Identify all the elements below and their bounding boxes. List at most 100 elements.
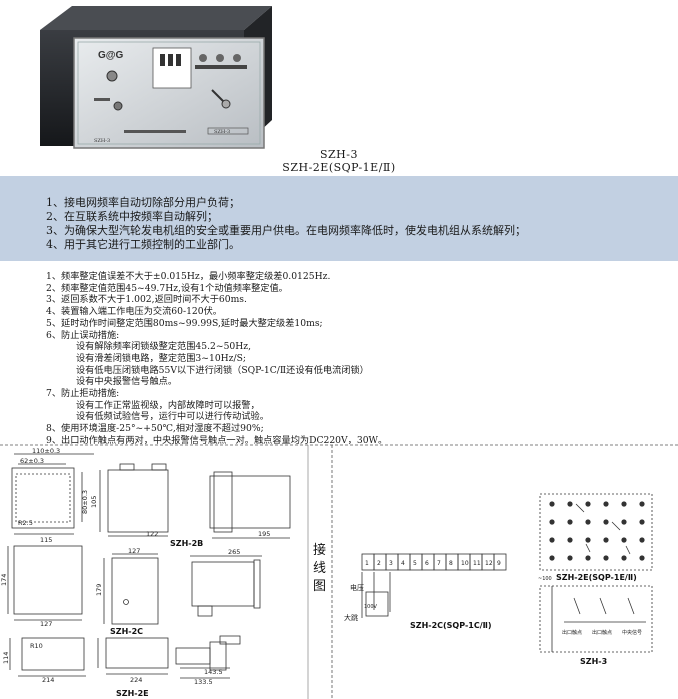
- dim-127a: 127: [128, 547, 140, 555]
- label-out2: 出口触点: [592, 629, 612, 636]
- specifications-list: 1、频率整定值误差不大于±0.015Hz，最小频率整定级差0.0125Hz.2、…: [46, 271, 387, 447]
- wiring-title-char: 接: [313, 542, 326, 558]
- label-out1: 出口触点: [562, 629, 582, 636]
- caption-szh2c: SZH-2C: [110, 627, 143, 636]
- spec-item: 设有滑差闭锁电路，整定范围3~10Hz/S;: [76, 352, 247, 364]
- dim-224: 224: [130, 676, 142, 684]
- terminal-label: 6: [425, 560, 429, 567]
- spec-item: 7、防止拒动措施:: [46, 388, 120, 400]
- contact-point: [549, 501, 555, 507]
- spec-item: 设有工作正常监视级，内部故障时可以报警，: [76, 399, 260, 411]
- contact-point: [639, 555, 645, 561]
- dim-214: 214: [42, 676, 54, 684]
- contact-point: [585, 501, 591, 507]
- contact-point: [639, 519, 645, 525]
- caption-szh2e: SZH-2E: [116, 689, 149, 698]
- terminal-label: 4: [401, 560, 405, 567]
- spec-item: 2、频率整定值范围45~49.7Hz,设有1个动值频率整定值。: [46, 282, 288, 294]
- application-item: 4、用于其它进行工频控制的工业部门。: [46, 238, 240, 251]
- svg-text:G@G: G@G: [98, 50, 124, 61]
- contact-point: [621, 555, 627, 561]
- application-item: 1、接电网频率自动切除部分用户负荷；: [46, 196, 240, 209]
- contact-point: [567, 501, 573, 507]
- spec-item: 3、返回系数不大于1.002,返回时间不大于60ms.: [46, 294, 247, 306]
- label-100v: 100V: [364, 604, 378, 610]
- dim-265: 265: [228, 548, 240, 556]
- contact-point: [585, 519, 591, 525]
- wiring-title-char: 线: [313, 561, 326, 576]
- dim-195: 195: [258, 530, 270, 538]
- dim-114: 114: [2, 652, 10, 664]
- contact-point: [585, 555, 591, 561]
- terminal-label: 8: [449, 560, 453, 567]
- spec-item: 设有解除频率闭锁级整定范围45.2~50Hz,: [76, 341, 252, 353]
- spec-item: 4、装置输入端工作电压为交流60-120伏。: [46, 306, 222, 318]
- contact-point: [567, 555, 573, 561]
- spec-item: 设有中央报警信号触点。: [76, 376, 178, 388]
- contact-point: [549, 537, 555, 543]
- dim-122: 122: [146, 530, 158, 538]
- dim-105: 105: [90, 496, 98, 508]
- contact-point: [639, 501, 645, 507]
- contact-point: [603, 519, 609, 525]
- dim-115: 115: [40, 536, 52, 544]
- caption-szh3: SZH-3: [580, 657, 607, 666]
- dim-174: 174: [0, 574, 8, 586]
- application-item: 3、为确保大型汽轮发电机组的安全或重要用户供电。在电网频率降低时，使发电机组从系…: [46, 224, 526, 237]
- dim-r10: R10: [30, 642, 43, 650]
- terminal-label: 2: [377, 560, 381, 567]
- spec-item: 设有低频试验信号，运行中可以进行传动试验。: [76, 411, 269, 423]
- spec-item: 设有低电压闭锁电路55V以下进行闭锁（SQP-1C/Ⅱ还设有低电流闭锁）: [76, 364, 369, 376]
- terminal-label: 12: [485, 560, 493, 567]
- label-alarm: 中央信号: [622, 629, 642, 636]
- dim-80: 80±0.3: [81, 490, 89, 514]
- applications-list: 1、接电网频率自动切除部分用户负荷； 2、在互联系统中按频率自动解列； 3、为确…: [46, 196, 526, 252]
- terminal-label: 9: [497, 560, 501, 567]
- technical-drawings: 110±0.3 62±0.3 80±0.3 R2.5 115 105 122 1…: [0, 444, 678, 699]
- caption-szh2b: SZH-2B: [170, 539, 203, 548]
- contact-point: [621, 537, 627, 543]
- contact-point: [549, 519, 555, 525]
- spec-item: 9、出口动作触点有两对，中央报警信号触点一对。触点容量均为DC220V，30W。: [46, 434, 388, 446]
- dim-127b: 127: [40, 620, 52, 628]
- contact-point: [603, 537, 609, 543]
- caption-szh2c-sqp: SZH-2C(SQP-1C/Ⅱ): [410, 621, 492, 630]
- terminal-label: 7: [437, 560, 441, 567]
- terminal-label: 10: [461, 560, 469, 567]
- contact-point: [621, 519, 627, 525]
- panel-label-left: SZH-3: [94, 138, 110, 144]
- terminal-label: 3: [389, 560, 393, 567]
- contact-point: [585, 537, 591, 543]
- dim-133: 133.5: [194, 678, 213, 686]
- contact-point: [567, 519, 573, 525]
- relay-photo: G@G SZH-3 SZH-3: [40, 6, 272, 149]
- model-line-1: SZH-3: [320, 148, 358, 161]
- contact-point: [621, 501, 627, 507]
- label-100b: ~100: [538, 576, 552, 582]
- applications-band: 1、接电网频率自动切除部分用户负荷； 2、在互联系统中按频率自动解列； 3、为确…: [0, 176, 678, 261]
- spec-item: 6、防止误动措施:: [46, 329, 120, 341]
- model-line-2: SZH-2E(SQP-1E/Ⅱ): [282, 161, 396, 174]
- contact-points: [549, 501, 645, 561]
- label-trip: 大跳: [344, 613, 358, 622]
- contact-point: [549, 555, 555, 561]
- terminal-label: 5: [413, 560, 417, 567]
- application-item: 2、在互联系统中按频率自动解列；: [46, 210, 218, 223]
- contact-point: [603, 555, 609, 561]
- terminal-label: 1: [365, 560, 369, 567]
- dim-179: 179: [95, 584, 103, 596]
- wiring-title-char: 图: [313, 579, 326, 594]
- spec-item: 1、频率整定值误差不大于±0.015Hz，最小频率整定级差0.0125Hz.: [46, 271, 331, 282]
- spec-item: 8、使用环境温度-25°~+50℃,相对湿度不超过90%;: [46, 423, 264, 435]
- contact-point: [603, 501, 609, 507]
- contact-point: [567, 537, 573, 543]
- panel-label-right: SZH-3: [214, 129, 230, 135]
- dim-62: 62±0.3: [20, 457, 44, 465]
- dim-143: 143.5: [204, 668, 223, 676]
- dim-110: 110±0.3: [32, 447, 60, 455]
- terminal-label: 11: [473, 560, 481, 567]
- caption-szh2e-sqp: SZH-2E(SQP-1E/Ⅱ): [556, 573, 637, 582]
- spec-item: 5、延时动作时间整定范围80ms~99.99S,延时最大整定级差10ms;: [46, 317, 323, 329]
- label-voltage: 电压: [350, 583, 364, 592]
